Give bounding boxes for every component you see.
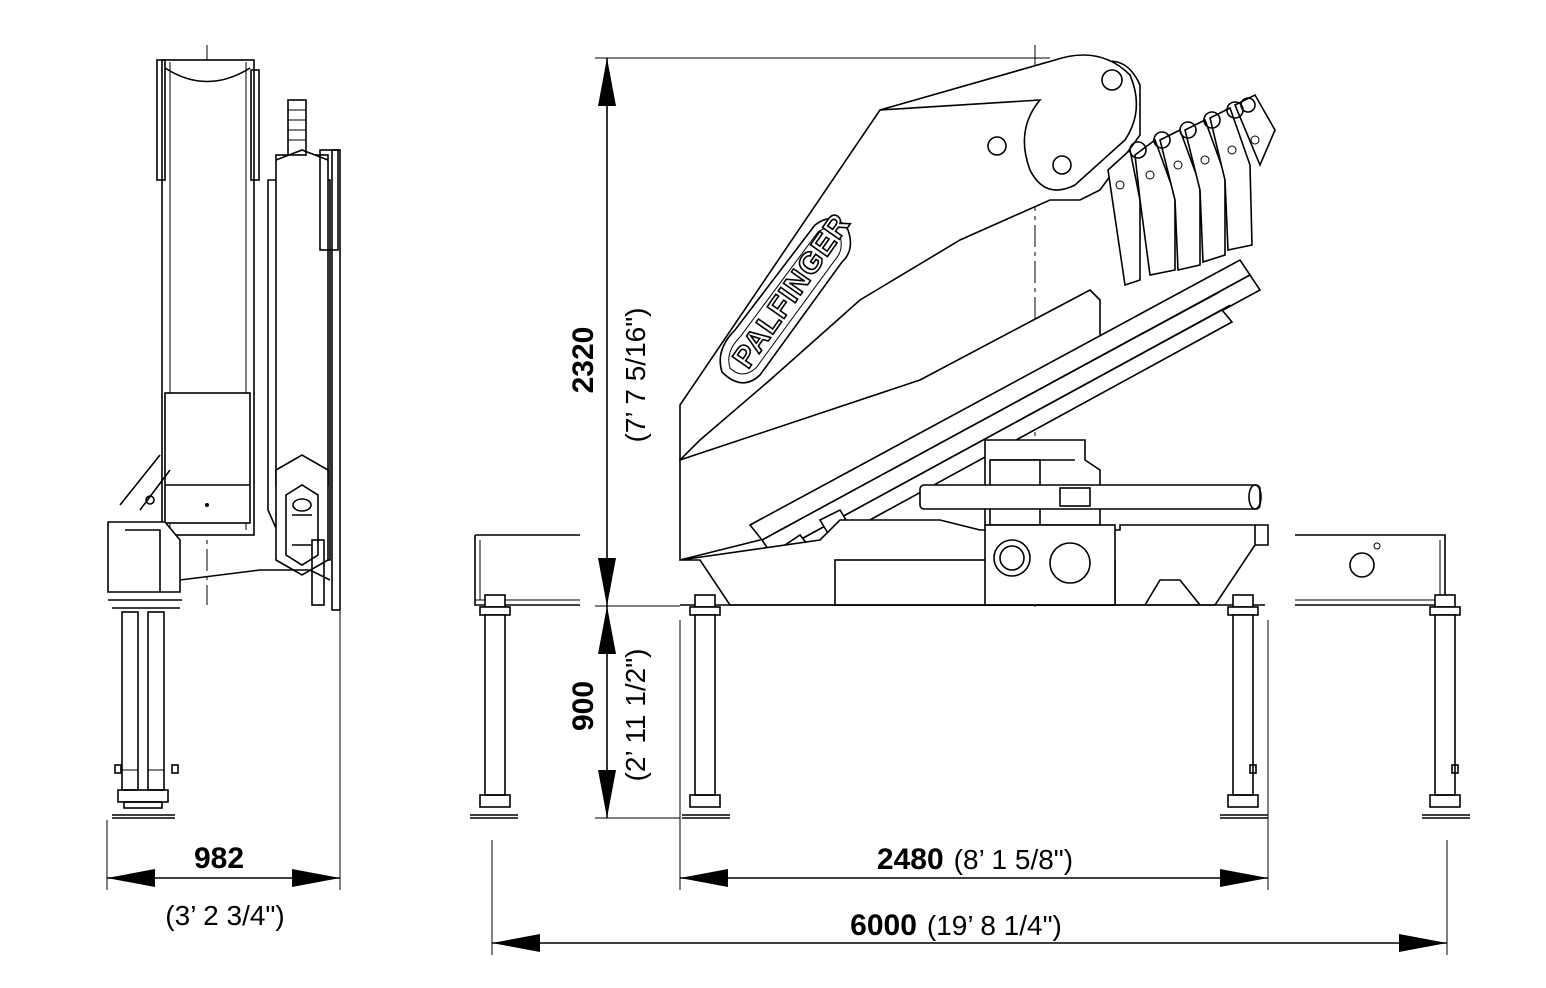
side-width-value: 982 (194, 842, 244, 875)
boom-head-segments (1107, 93, 1276, 287)
height-base-value: 900 (567, 681, 600, 731)
outrigger-leg-4 (1422, 594, 1470, 819)
outrigger-leg-2 (682, 594, 730, 819)
front-view: PALFINGER (470, 45, 1470, 819)
height-base-imperial: (2’ 11 1/2") (620, 649, 651, 782)
dimension-base-width: 2480 (8’ 1 5/8") (679, 620, 1269, 890)
dimension-outrigger-span: 6000 (19’ 8 1/4") (491, 840, 1448, 955)
base-width-imperial: (8’ 1 5/8") (954, 844, 1073, 875)
height-total-imperial: (7’ 7 5/16") (620, 308, 651, 443)
dimension-height-base: 900 (2’ 11 1/2") (567, 606, 680, 819)
dimension-height-total: 2320 (7’ 7 5/16") (567, 57, 1050, 607)
outrigger-span-imperial: (19’ 8 1/4") (927, 910, 1062, 941)
outrigger-leg-1 (470, 594, 518, 819)
outrigger-span-value: 6000 (850, 909, 917, 942)
outrigger-leg-3 (1220, 594, 1268, 819)
height-total-value: 2320 (567, 327, 600, 394)
side-view (107, 45, 341, 819)
base-width-value: 2480 (877, 843, 944, 876)
dimension-side-width: 982 (3’ 2 3/4") (106, 610, 341, 931)
side-width-imperial: (3’ 2 3/4") (165, 900, 284, 931)
